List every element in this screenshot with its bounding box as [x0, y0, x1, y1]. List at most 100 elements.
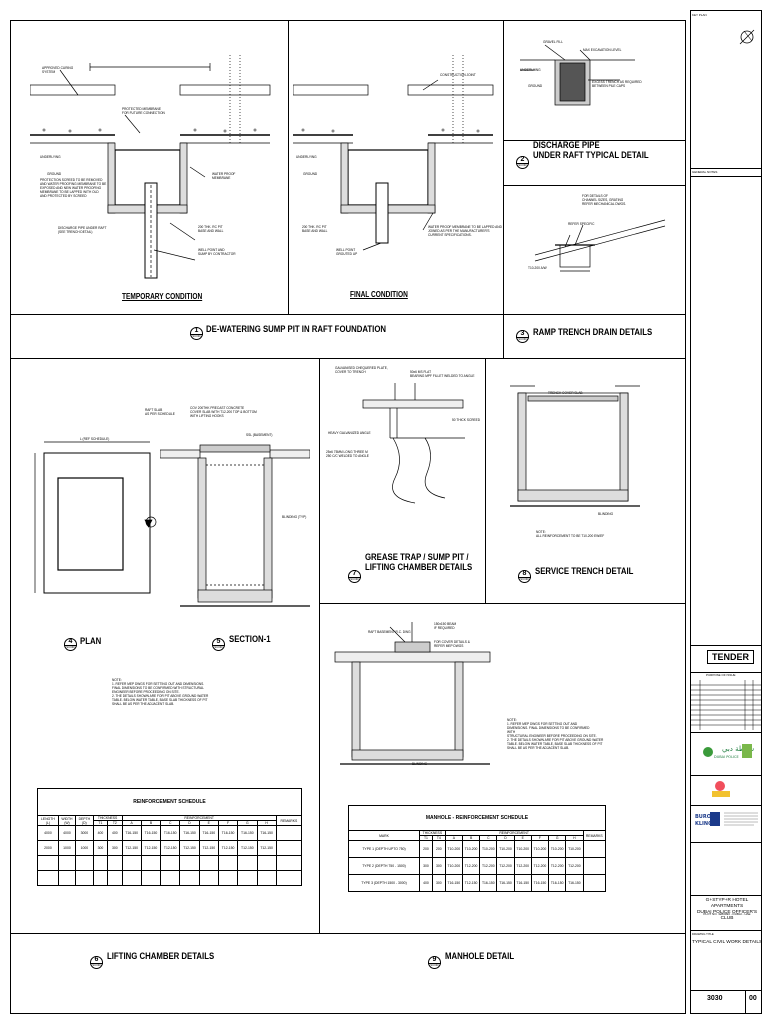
label-blinding: BLINDING — [598, 512, 614, 516]
tb-divider — [690, 990, 762, 991]
label-well-point: WELL POINT AND SUMP BY CONTRACTOR — [198, 248, 236, 256]
north-arrow-icon — [739, 29, 755, 45]
label-trench-cover: TRENCH COVER SLAB — [548, 391, 583, 395]
subtitle-temporary: TEMPORARY CONDITION — [122, 292, 203, 301]
tb-divider — [745, 990, 746, 1014]
temporary-condition-drawing — [30, 55, 271, 279]
drawing-number: 3030 — [707, 995, 723, 1002]
label-excess-trench: EXCESS TRENCH AS REQUIRED BETWEEN PILE C… — [592, 80, 642, 88]
divider — [10, 358, 686, 359]
label-angle: HEAVY GALVANIZED ANGLE — [328, 431, 371, 435]
label-ssl: SSL (BASEMENT) — [246, 433, 273, 437]
col-remarks: REMARKS — [582, 830, 606, 841]
label-protected-membrane: PROTECTED MEMBRANE FOR FUTURE CONNECTION — [122, 107, 165, 115]
tb-divider — [690, 176, 762, 177]
project-name: G+STYP+R HOTEL APARTMENTS DUBAI POLICE O… — [696, 898, 758, 921]
detail-title-5: SECTION-1 — [229, 634, 271, 645]
label-ground-2: GROUND — [303, 172, 318, 176]
label-cover-slab: COV 200THK PRECAST CONCRETE COVER SLAB W… — [190, 406, 257, 418]
tb-divider — [690, 842, 762, 843]
label-raft-basement: RAFT BASEMENT R.C. DWG — [368, 630, 411, 634]
label-galvanized-plate: GALVANISED CHEQUERED PLATE, COVER TO TRE… — [335, 366, 388, 374]
divider — [503, 140, 686, 141]
lifting-plan-drawing — [34, 441, 157, 594]
key-plan-label: KEY PLAN — [692, 13, 707, 17]
svg-text:DUBAI POLICE: DUBAI POLICE — [714, 755, 739, 759]
detail-title-1: DE-WATERING SUMP PIT IN RAFT FOUNDATION — [206, 324, 387, 335]
label-raft-slab: RAFT SLAB AS PER SCHEDULE — [145, 408, 175, 416]
col-length: LENGTH (L) — [37, 815, 59, 826]
general-notes-label: GENERAL NOTES — [692, 170, 718, 174]
note-manhole: NOTE: 1. REFER MEP DWGS FOR SETTING OUT … — [507, 718, 604, 750]
col-thickness: THICKNESS — [419, 830, 446, 836]
tb-divider — [690, 672, 762, 673]
dubai-police-logo: شرطة دبي DUBAI POLICE — [703, 744, 754, 759]
svg-text:KLING: KLING — [695, 821, 712, 827]
reinforcement-schedule-table: REINFORCEMENT SCHEDULE LENGTH (L) WIDTH … — [37, 788, 303, 886]
tb-divider — [690, 645, 762, 646]
label-water-proof: WATER PROOF MEMBRANE — [212, 172, 236, 180]
grease-trap-drawing — [362, 383, 465, 504]
divider — [10, 314, 503, 315]
revision-grid — [690, 680, 762, 730]
label-l-schedule: L (REF SCHEDULE) — [80, 437, 110, 441]
note-lifting: NOTE: 1. REFER MEP DWGS FOR SETTING OUT … — [112, 678, 209, 706]
title-block — [690, 10, 762, 1014]
detail-title-3: RAMP TRENCH DRAIN DETAILS — [533, 327, 653, 338]
divider — [10, 933, 686, 934]
label-blinding-2: BLINDING — [412, 762, 428, 766]
label-mh-detail: FOR COVER DETAILS & REFER MEP DWGS — [434, 640, 470, 648]
label-pin: 25x6 75MM LONG THREE M 250 C/C WELDED TO… — [326, 450, 369, 458]
detail-title-4: PLAN — [80, 636, 102, 647]
table-title: MANHOLE - REINFORCEMENT SCHEDULE — [348, 805, 606, 831]
svg-text:شرطة دبي: شرطة دبي — [722, 745, 754, 753]
detail-title-8: SERVICE TRENCH DETAIL — [535, 566, 634, 577]
manhole-drawing — [334, 622, 491, 765]
discharge-pipe-drawing — [520, 44, 635, 106]
divider — [485, 358, 486, 603]
label-well-point-grouted: WELL POINT GROUTED UP — [336, 248, 358, 256]
tb-divider — [690, 805, 762, 806]
final-condition-drawing — [293, 55, 494, 251]
detail-title-6: LIFTING CHAMBER DETAILS — [107, 951, 215, 962]
label-construction-joint: CONSTRUCTION JOINT — [440, 73, 476, 77]
label-gravel-fill: GRAVEL FILL — [543, 40, 563, 44]
divider — [503, 20, 504, 358]
service-trench-drawing — [510, 385, 640, 507]
plot-info: PLOT NO. 3280090 - DUBAI - UAE — [703, 912, 751, 916]
buro-kling-logo: BURO KLING — [695, 812, 758, 827]
label-channel-sizes: FOR DETAILS OF CHANNEL SIZES, GRATING RE… — [582, 194, 627, 206]
divider — [319, 358, 320, 933]
revision-number: 00 — [749, 995, 757, 1002]
label-underlying-2: UNDERLYING — [296, 155, 317, 159]
divider — [503, 185, 686, 186]
label-max-excavation: MAX EXCAVATION LEVEL — [583, 48, 622, 52]
table-title: REINFORCEMENT SCHEDULE — [37, 788, 302, 816]
purpose-label: PURPOSE OF ISSUE — [706, 673, 736, 677]
consultant-logo — [712, 781, 730, 797]
label-200thk: 200 THK. RC PIT BASE AND WALL — [198, 225, 224, 233]
drawing-title-label: DRAWING TITLE — [692, 932, 714, 936]
label-t10: T10-200 A/W — [528, 266, 547, 270]
sheet-border — [10, 20, 686, 1014]
label-ground-3: GROUND — [528, 84, 543, 88]
label-blinding-typ: BLINDING (TYP) — [282, 515, 307, 519]
tender-stamp: TENDER — [707, 650, 755, 664]
svg-text:BURO: BURO — [695, 814, 711, 820]
divider — [288, 20, 289, 314]
label-underlying-3: UNDERLYING — [520, 68, 541, 72]
label-protection-screed: PROTECTION SCREED TO BE REMOVED AND WATE… — [40, 178, 107, 198]
tb-divider — [690, 775, 762, 776]
col-mark: MARK — [348, 830, 420, 841]
